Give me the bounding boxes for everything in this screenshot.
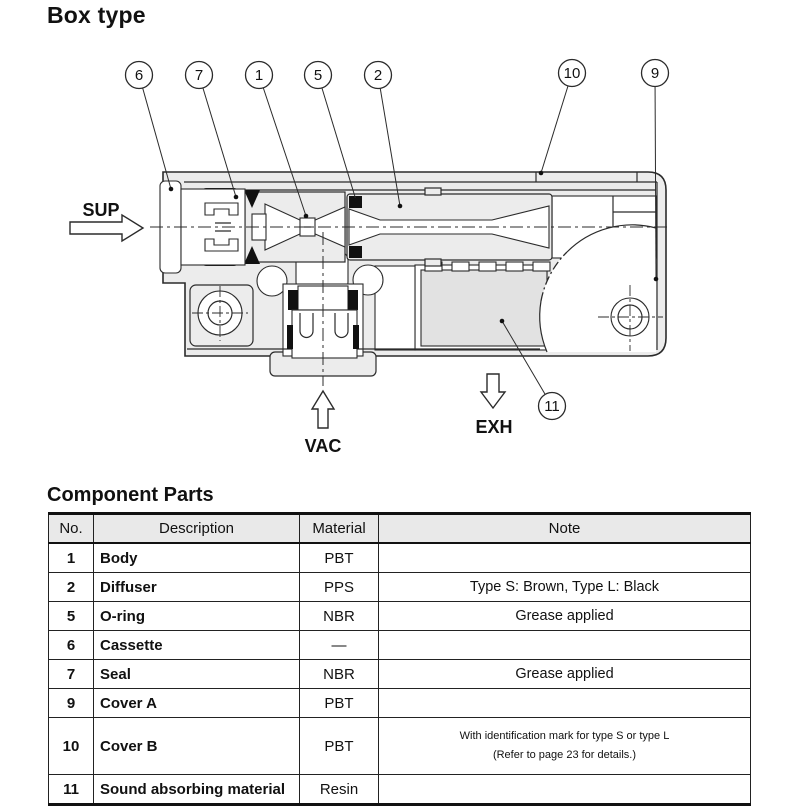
part-material: NBR xyxy=(299,601,379,631)
sound-absorbing-material xyxy=(420,269,548,347)
callout-1: 1 xyxy=(244,60,274,90)
callout-6: 6 xyxy=(124,60,154,90)
right-bolt-hole xyxy=(598,285,663,351)
callout-10: 10 xyxy=(557,58,587,88)
part-material: — xyxy=(299,630,379,660)
table-row: 11 Sound absorbing material Resin xyxy=(48,774,751,805)
part-material: PBT xyxy=(299,688,379,718)
left-bolt-hole xyxy=(192,286,248,341)
callout-2: 2 xyxy=(363,60,393,90)
exh-arrow-icon xyxy=(479,373,507,410)
part-note xyxy=(378,542,751,573)
svg-text:5: 5 xyxy=(314,67,322,84)
cassette xyxy=(159,180,246,274)
part-note xyxy=(378,688,751,718)
part-note xyxy=(378,774,751,805)
part-description: Sound absorbing material xyxy=(93,774,300,805)
part-description: O-ring xyxy=(93,601,300,631)
table-row: 6 Cassette — xyxy=(48,630,751,660)
col-header-material: Material xyxy=(299,513,379,544)
component-parts-table: No. Description Material Note 1 Body PBT… xyxy=(48,512,751,806)
vent-bore-left xyxy=(256,265,288,297)
part-description: Body xyxy=(93,542,300,573)
part-no: 5 xyxy=(48,601,94,631)
ejector-cross-section-diagram: 6 7 1 5 2 10 9 11 SUP VAC EXH xyxy=(69,58,670,456)
part-description: Cover B xyxy=(93,717,300,775)
svg-text:11: 11 xyxy=(544,398,560,415)
table-row: 2 Diffuser PPS Type S: Brown, Type L: Bl… xyxy=(48,572,751,602)
table-row: 7 Seal NBR Grease applied xyxy=(48,659,751,689)
part-description: Diffuser xyxy=(93,572,300,602)
svg-text:10: 10 xyxy=(564,65,581,82)
part-note-line1: With identification mark for type S or t… xyxy=(459,730,670,743)
vac-port-cartridge xyxy=(287,285,359,359)
svg-text:1: 1 xyxy=(255,67,263,84)
col-header-note: Note xyxy=(378,513,751,544)
sup-arrow-icon xyxy=(69,213,145,243)
exh-label: EXH xyxy=(475,417,512,437)
part-note: Grease applied xyxy=(378,601,751,631)
table-row: 1 Body PBT xyxy=(48,542,751,573)
section-heading: Component Parts xyxy=(47,484,214,506)
table-row: 9 Cover A PBT xyxy=(48,688,751,718)
svg-text:7: 7 xyxy=(195,67,203,84)
part-material: NBR xyxy=(299,659,379,689)
left-bolt-boss xyxy=(189,284,254,347)
part-material: PBT xyxy=(299,542,379,573)
part-material: PBT xyxy=(299,717,379,775)
col-header-no: No. xyxy=(48,513,94,544)
callout-5: 5 xyxy=(303,60,333,90)
sup-label: SUP xyxy=(82,200,119,220)
part-no: 1 xyxy=(48,542,94,573)
part-material: PPS xyxy=(299,572,379,602)
part-no: 10 xyxy=(48,717,94,775)
o-ring-bottom xyxy=(349,246,362,258)
part-no: 11 xyxy=(48,774,94,805)
table-row: 10 Cover B PBT With identification mark … xyxy=(48,717,751,775)
table-row: 5 O-ring NBR Grease applied xyxy=(48,601,751,631)
svg-text:9: 9 xyxy=(651,65,659,82)
table-header-row: No. Description Material Note xyxy=(48,513,751,544)
vac-arrow-icon xyxy=(310,389,336,429)
callout-7: 7 xyxy=(184,60,214,90)
svg-text:6: 6 xyxy=(135,67,143,84)
part-note-line2: (Refer to page 23 for details.) xyxy=(492,749,637,761)
part-no: 2 xyxy=(48,572,94,602)
part-note xyxy=(378,630,751,660)
part-note: With identification mark for type S or t… xyxy=(378,717,751,775)
callout-9: 9 xyxy=(640,58,670,88)
part-material: Resin xyxy=(299,774,379,805)
part-description: Cover A xyxy=(93,688,300,718)
part-description: Seal xyxy=(93,659,300,689)
part-no: 7 xyxy=(48,659,94,689)
svg-text:2: 2 xyxy=(374,67,382,84)
part-description: Cassette xyxy=(93,630,300,660)
part-note: Type S: Brown, Type L: Black xyxy=(378,572,751,602)
col-header-description: Description xyxy=(93,513,300,544)
cover-b-seams xyxy=(184,172,658,350)
part-no: 6 xyxy=(48,630,94,660)
page-title: Box type xyxy=(47,2,146,28)
part-note: Grease applied xyxy=(378,659,751,689)
part-no: 9 xyxy=(48,688,94,718)
callout-leaders xyxy=(138,72,659,407)
vac-label: VAC xyxy=(305,436,342,456)
callout-11: 11 xyxy=(537,391,567,421)
